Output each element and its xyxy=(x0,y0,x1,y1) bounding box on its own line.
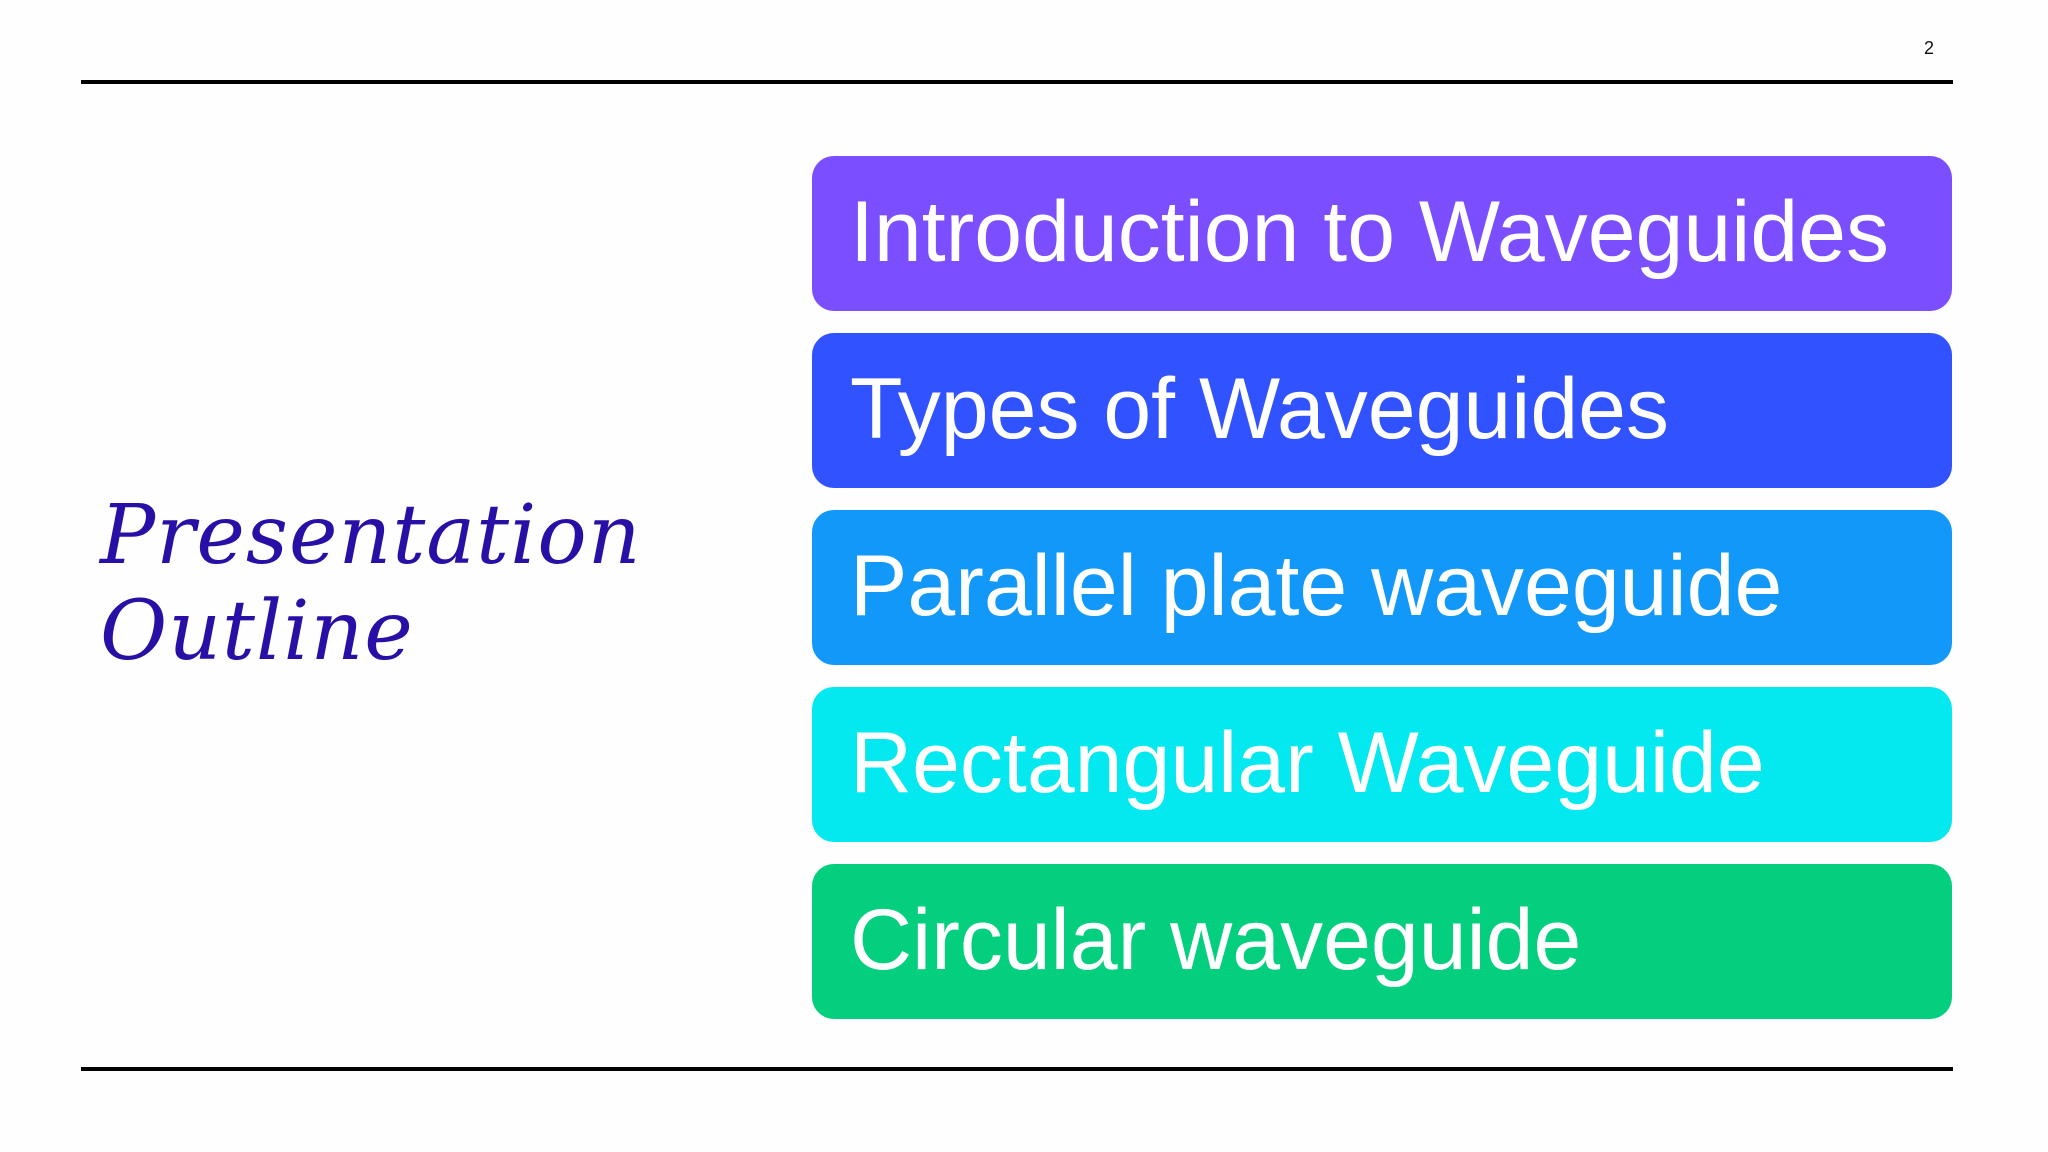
outline-item-parallel-plate: Parallel plate waveguide xyxy=(812,510,1952,665)
outline-item-types: Types of Waveguides xyxy=(812,333,1952,488)
outline-item-label: Introduction to Waveguides xyxy=(850,183,1889,280)
bottom-divider xyxy=(81,1067,1953,1071)
outline-item-rectangular: Rectangular Waveguide xyxy=(812,687,1952,842)
outline-item-label: Rectangular Waveguide xyxy=(850,714,1765,811)
outline-list: Introduction to Waveguides Types of Wave… xyxy=(812,156,1952,1041)
outline-item-circular: Circular waveguide xyxy=(812,864,1952,1019)
title-line-2: Outline xyxy=(100,584,414,679)
title-line-1: Presentation xyxy=(100,488,642,583)
outline-item-label: Circular waveguide xyxy=(850,891,1582,988)
outline-item-label: Parallel plate waveguide xyxy=(850,537,1783,634)
outline-item-label: Types of Waveguides xyxy=(850,360,1670,457)
top-divider xyxy=(81,80,1953,84)
page-number: 2 xyxy=(1924,38,1935,58)
slide-title: Presentation Outline xyxy=(100,488,740,680)
outline-item-introduction: Introduction to Waveguides xyxy=(812,156,1952,311)
